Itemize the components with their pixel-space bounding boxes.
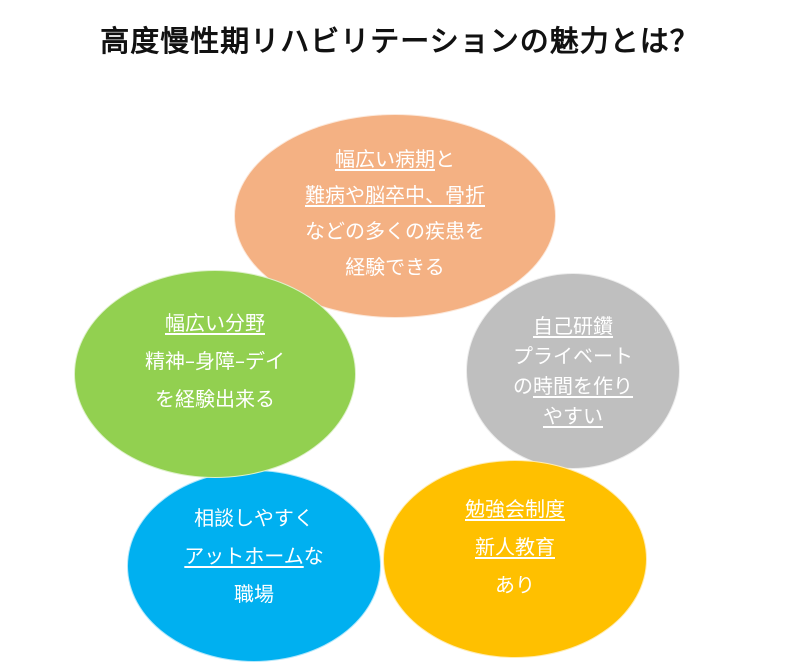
bubble-text-line: 勉強会制度 bbox=[465, 499, 565, 519]
underlined-text: 勉強会制度 bbox=[465, 497, 565, 521]
text: な bbox=[303, 544, 324, 568]
underlined-text: やすい bbox=[543, 404, 603, 428]
text: の bbox=[513, 374, 533, 398]
bubble-text-line: 幅広い分野 bbox=[165, 313, 265, 333]
bubble-self-improvement: 自己研鑽プライベートの時間を作りやすい bbox=[466, 273, 680, 469]
text: などの多くの疾患を bbox=[305, 219, 485, 243]
bubble-text-line: 難病や脳卒中、骨折 bbox=[305, 185, 485, 205]
bubble-study-system: 勉強会制度新人教育あり bbox=[383, 460, 647, 658]
text: 職場 bbox=[234, 582, 274, 606]
underlined-text: 自己研鑽 bbox=[533, 314, 613, 338]
underlined-text: 幅広い分野 bbox=[165, 311, 265, 335]
bubble-homely-workplace: 相談しやすくアットホームな職場 bbox=[127, 470, 381, 662]
bubble-text-line: の時間を作り bbox=[513, 376, 633, 396]
bubble-text-line: などの多くの疾患を bbox=[305, 221, 485, 241]
underlined-text: 難病や脳卒中、骨折 bbox=[305, 183, 485, 207]
bubble-text-line: やすい bbox=[543, 406, 603, 426]
underlined-text: アットホーム bbox=[184, 544, 304, 568]
text: 精神–身障–デイ bbox=[145, 349, 285, 373]
bubble-text-line: 幅広い病期と bbox=[335, 149, 455, 169]
bubble-text-line: あり bbox=[495, 575, 535, 595]
bubble-text-line: アットホームな bbox=[184, 546, 323, 566]
bubble-text-line: 相談しやすく bbox=[194, 508, 314, 528]
page-title: 高度慢性期リハビリテーションの魅力とは？ bbox=[100, 24, 700, 58]
underlined-text: 幅広い病期 bbox=[335, 147, 435, 171]
bubble-text-line: 職場 bbox=[234, 584, 274, 604]
text: と bbox=[435, 147, 455, 171]
underlined-text: 新人教育 bbox=[475, 535, 555, 559]
bubble-text-line: 自己研鑽 bbox=[533, 316, 613, 336]
bubble-text-line: 新人教育 bbox=[475, 537, 555, 557]
text: プライベート bbox=[513, 344, 633, 368]
text: 相談しやすく bbox=[194, 506, 314, 530]
text: あり bbox=[495, 573, 535, 597]
bubble-wide-fields: 幅広い分野精神–身障–デイを経験出来る bbox=[74, 270, 356, 478]
bubble-text-line: 精神–身障–デイ bbox=[145, 351, 285, 371]
bubble-text-line: プライベート bbox=[513, 346, 633, 366]
bubble-text-line: を経験出来る bbox=[155, 389, 275, 409]
text: を経験出来る bbox=[155, 387, 275, 411]
text: 経験できる bbox=[345, 255, 445, 279]
underlined-text: 時間を作り bbox=[533, 374, 633, 398]
bubble-text-line: 経験できる bbox=[345, 257, 445, 277]
